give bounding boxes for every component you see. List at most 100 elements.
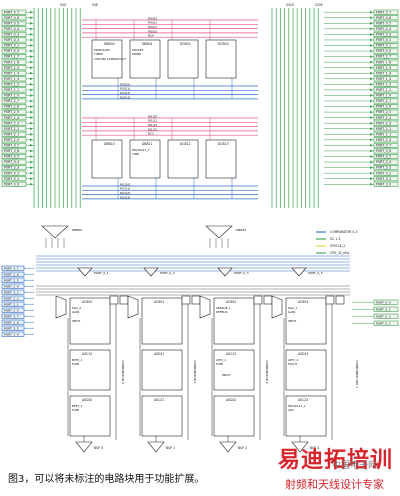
- port-arrow: [30, 27, 33, 31]
- port-arrow: [370, 82, 373, 86]
- side-label: COMB-INE8s ISM 3: [355, 360, 359, 388]
- port-label-right: PORT_3_6: [376, 149, 391, 153]
- port-label-left: PORT_0_7: [4, 10, 19, 14]
- port-arrow: [30, 60, 33, 64]
- analog-mux: [143, 267, 159, 277]
- analog-mid-type: FLOUT: [288, 362, 298, 366]
- port-arrow: [370, 138, 373, 142]
- buffer-label: BUF 0: [94, 446, 103, 450]
- port-label-right: PORT_0_5: [376, 21, 391, 25]
- analog-mux: [217, 267, 233, 277]
- port-label-left: PORT_0_2: [4, 38, 19, 42]
- analog-top-type: REFBUS: [216, 310, 228, 314]
- digital-block-name: DBB11: [142, 142, 153, 146]
- port-arrow: [370, 60, 373, 64]
- analog-mid-block: [141, 349, 183, 391]
- right-port-column: PORT_0_7PORT_0_6PORT_0_5PORT_0_4PORT_0_3…: [324, 9, 399, 187]
- analog-top-type: GAIN: [288, 310, 295, 314]
- port-label-right: PORT_3_7: [376, 144, 391, 148]
- bus-label-gie: GIE: [92, 3, 98, 7]
- port-arrow: [30, 10, 33, 14]
- analog-port-left-label: PORT_3_5: [4, 326, 19, 330]
- analog-top-block: [69, 297, 111, 345]
- analog-port-right-label: PORT_0_1: [376, 307, 391, 311]
- port-label-left: PORT_1_0: [4, 94, 19, 98]
- port-label-right: PORT_0_3: [376, 33, 391, 37]
- analog-port-left-label: PORT_3_7: [4, 314, 19, 318]
- row-signal-label: RI0[1]: [148, 21, 157, 25]
- port-label-left: PORT_0_0: [4, 49, 19, 53]
- port-label-right: PORT_0_6: [376, 16, 391, 20]
- analog-bot-name: ASC23: [298, 398, 308, 402]
- port-arrow: [30, 55, 33, 58]
- analog-top-input: INPUT: [288, 319, 297, 323]
- port-arrow: [370, 94, 373, 97]
- port-label-right: PORT_1_7: [376, 55, 391, 59]
- port-arrow: [370, 88, 373, 92]
- digital-block: [205, 39, 237, 79]
- digital-block-name: DCB12: [180, 142, 191, 146]
- port-arrow: [370, 116, 373, 120]
- digital-block-fn: PHASE3: [132, 48, 144, 52]
- buffer-triangle: [147, 441, 165, 453]
- digital-block: [91, 39, 123, 79]
- port-label-left: PORT_1_6: [4, 60, 19, 64]
- port-arrow: [370, 55, 373, 58]
- port-arrow: [30, 121, 33, 125]
- port-label-right: PORT_2_7: [376, 99, 391, 103]
- port-arrow: [30, 177, 33, 181]
- analog-mid-name: ASC10: [82, 352, 92, 356]
- analog-small-box: [325, 295, 335, 305]
- analog-port-label: PORT_0_4: [160, 271, 175, 275]
- analog-small-box: [109, 295, 119, 305]
- port-label-right: PORT_0_1: [376, 44, 391, 48]
- port-label-right: PORT_1_3: [376, 77, 391, 81]
- port-label-right: PORT_2_0: [376, 138, 391, 142]
- input-mux: [127, 295, 139, 319]
- analog-small-box: [191, 295, 201, 305]
- left-port-column: PORT_0_7PORT_0_6PORT_0_5PORT_0_4PORT_0_3…: [1, 9, 34, 187]
- analog-mid-fn: BPF2_1: [72, 358, 83, 362]
- analog-small-box: [263, 295, 273, 305]
- port-arrow: [370, 38, 373, 42]
- analog-port-right-label: PORT_0_2: [376, 321, 391, 325]
- bus-label-gio: GIO: [60, 3, 67, 7]
- digital-block: [129, 39, 161, 79]
- port-label-right: PORT_1_6: [376, 60, 391, 64]
- port-arrow: [30, 182, 33, 186]
- analog-port-left-label: PORT_2_2: [4, 296, 19, 300]
- port-arrow: [30, 99, 33, 103]
- port-label-right: PORT_1_2: [376, 82, 391, 86]
- buffer-triangle: [219, 441, 237, 453]
- port-arrow: [30, 66, 33, 70]
- digital-block-type: TIMER: [93, 52, 103, 56]
- analog-mid-block: [69, 349, 111, 391]
- port-label-right: PORT_1_4: [376, 71, 391, 75]
- port-arrow: [30, 94, 33, 97]
- port-arrow: [30, 33, 33, 36]
- analog-top-input: INPUT: [72, 319, 81, 323]
- analog-top-block: [141, 297, 183, 345]
- port-arrow: [30, 49, 33, 53]
- analog-bot-name: ASD22: [226, 398, 236, 402]
- port-label-left: PORT_1_2: [4, 82, 19, 86]
- port-label-left: PORT_1_4: [4, 71, 19, 75]
- analog-top-fn: PGA_1: [288, 306, 297, 310]
- port-arrow: [370, 121, 373, 125]
- analog-mux: [77, 267, 93, 277]
- port-label-right: PORT_2_6: [376, 105, 391, 109]
- port-label-right: PORT_3_2: [376, 171, 391, 175]
- port-label-left: PORT_0_1: [4, 44, 19, 48]
- port-label-right: PORT_0_4: [376, 27, 391, 31]
- legend-label: COMPARATOR 0-3: [330, 230, 357, 234]
- port-label-right: PORT_3_0: [376, 182, 391, 186]
- analog-small-box: [181, 295, 191, 305]
- digital-block-type: PWM8: [132, 52, 141, 56]
- digital-block-name: DCB13: [218, 142, 229, 146]
- port-label-right: PORT_0_7: [376, 10, 391, 14]
- port-arrow: [30, 88, 33, 92]
- port-label-left: PORT_2_0: [4, 138, 19, 142]
- comparator-label: COMPARATOR 2: [265, 360, 269, 384]
- port-arrow: [30, 127, 33, 131]
